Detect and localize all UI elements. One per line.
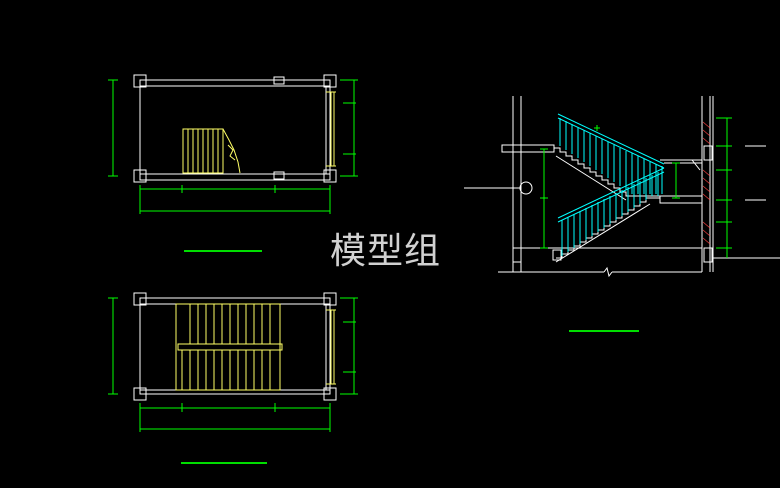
stair-section [464, 96, 780, 332]
plan-upper-window [326, 91, 336, 167]
section-leader [660, 145, 766, 201]
section-wall-hatch [702, 121, 711, 245]
section-dimensions [540, 117, 732, 258]
section-railings [557, 113, 665, 256]
plan-upper-stair [182, 128, 241, 174]
plan-lower-walls [133, 292, 337, 401]
plan-upper-dimensions [108, 79, 358, 214]
plan-lower-dimensions [108, 297, 358, 432]
stair-plan-upper [108, 74, 358, 252]
plan-upper-title-bar [184, 250, 262, 252]
section-lower-flight [552, 197, 660, 263]
section-upper-flight [554, 147, 660, 201]
section-title-bar [569, 330, 639, 332]
section-floor [498, 247, 780, 278]
plan-upper-walls [133, 74, 337, 183]
section-left-wall [464, 96, 533, 272]
plan-lower-title-bar [181, 462, 267, 464]
plan-lower-window [326, 309, 336, 385]
stair-plan-lower [108, 292, 358, 464]
plan-lower-stair [175, 303, 283, 391]
